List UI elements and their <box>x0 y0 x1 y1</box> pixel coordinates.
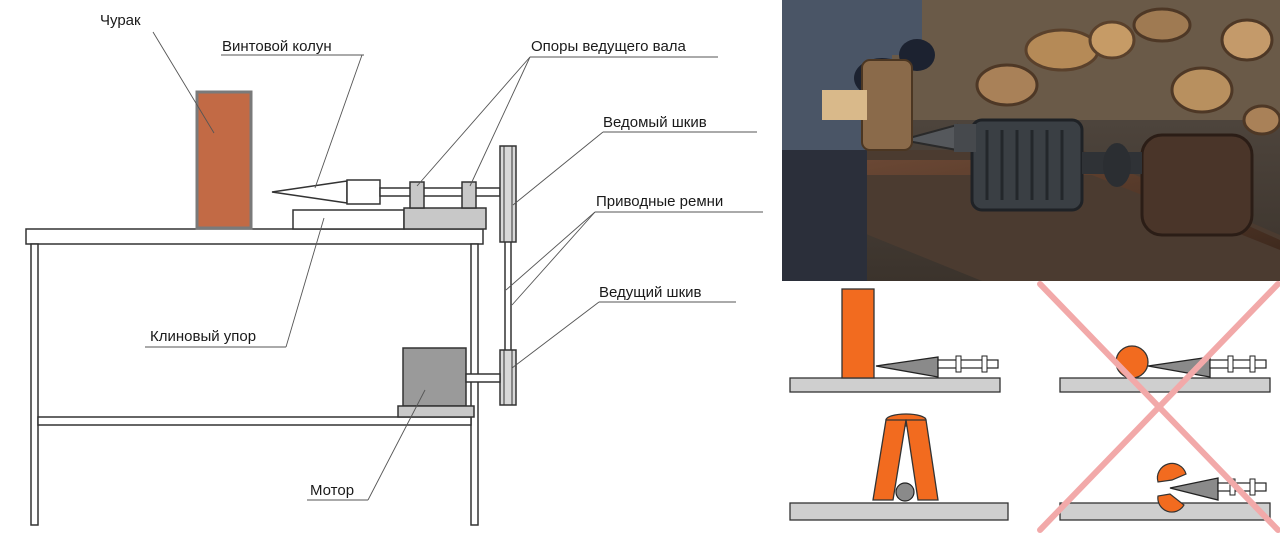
splitter-schematic <box>25 31 763 526</box>
label-drive-belts: Приводные ремни <box>596 193 724 210</box>
incorrect-cross <box>1037 281 1280 533</box>
example-log-on-stand <box>789 413 1009 521</box>
example-round-log <box>1059 345 1271 393</box>
shaft-support-2 <box>461 181 477 209</box>
splitter-photo <box>782 0 1280 281</box>
label-drive-pulley: Ведущий шкив <box>599 284 702 301</box>
table-leg-left <box>30 243 39 526</box>
shaft-coupling <box>346 179 381 205</box>
table-top <box>25 228 484 245</box>
wedge-stop-block <box>292 209 405 230</box>
label-shaft-supports: Опоры ведущего вала <box>531 38 686 55</box>
label-wedge-stop: Клиновый упор <box>150 328 257 345</box>
driven-pulley <box>499 145 517 243</box>
label-driven-pulley: Ведомый шкив <box>603 114 707 131</box>
motor-base <box>397 405 475 418</box>
motor-shaft <box>465 373 501 383</box>
usage-examples <box>789 281 1280 533</box>
log-block <box>195 90 253 230</box>
table-leg-right <box>470 243 479 526</box>
label-log: Чурак <box>100 12 141 29</box>
screw-cone <box>271 180 348 204</box>
label-screw-splitter: Винтовой колун <box>222 38 332 55</box>
label-motor: Мотор <box>310 482 355 499</box>
support-base <box>403 207 487 230</box>
example-vertical-log <box>789 288 1001 393</box>
shaft-support-1 <box>409 181 425 209</box>
drive-pulley <box>499 349 517 406</box>
motor-body <box>402 347 467 407</box>
lower-shelf <box>37 416 472 426</box>
drive-shaft <box>379 187 501 197</box>
